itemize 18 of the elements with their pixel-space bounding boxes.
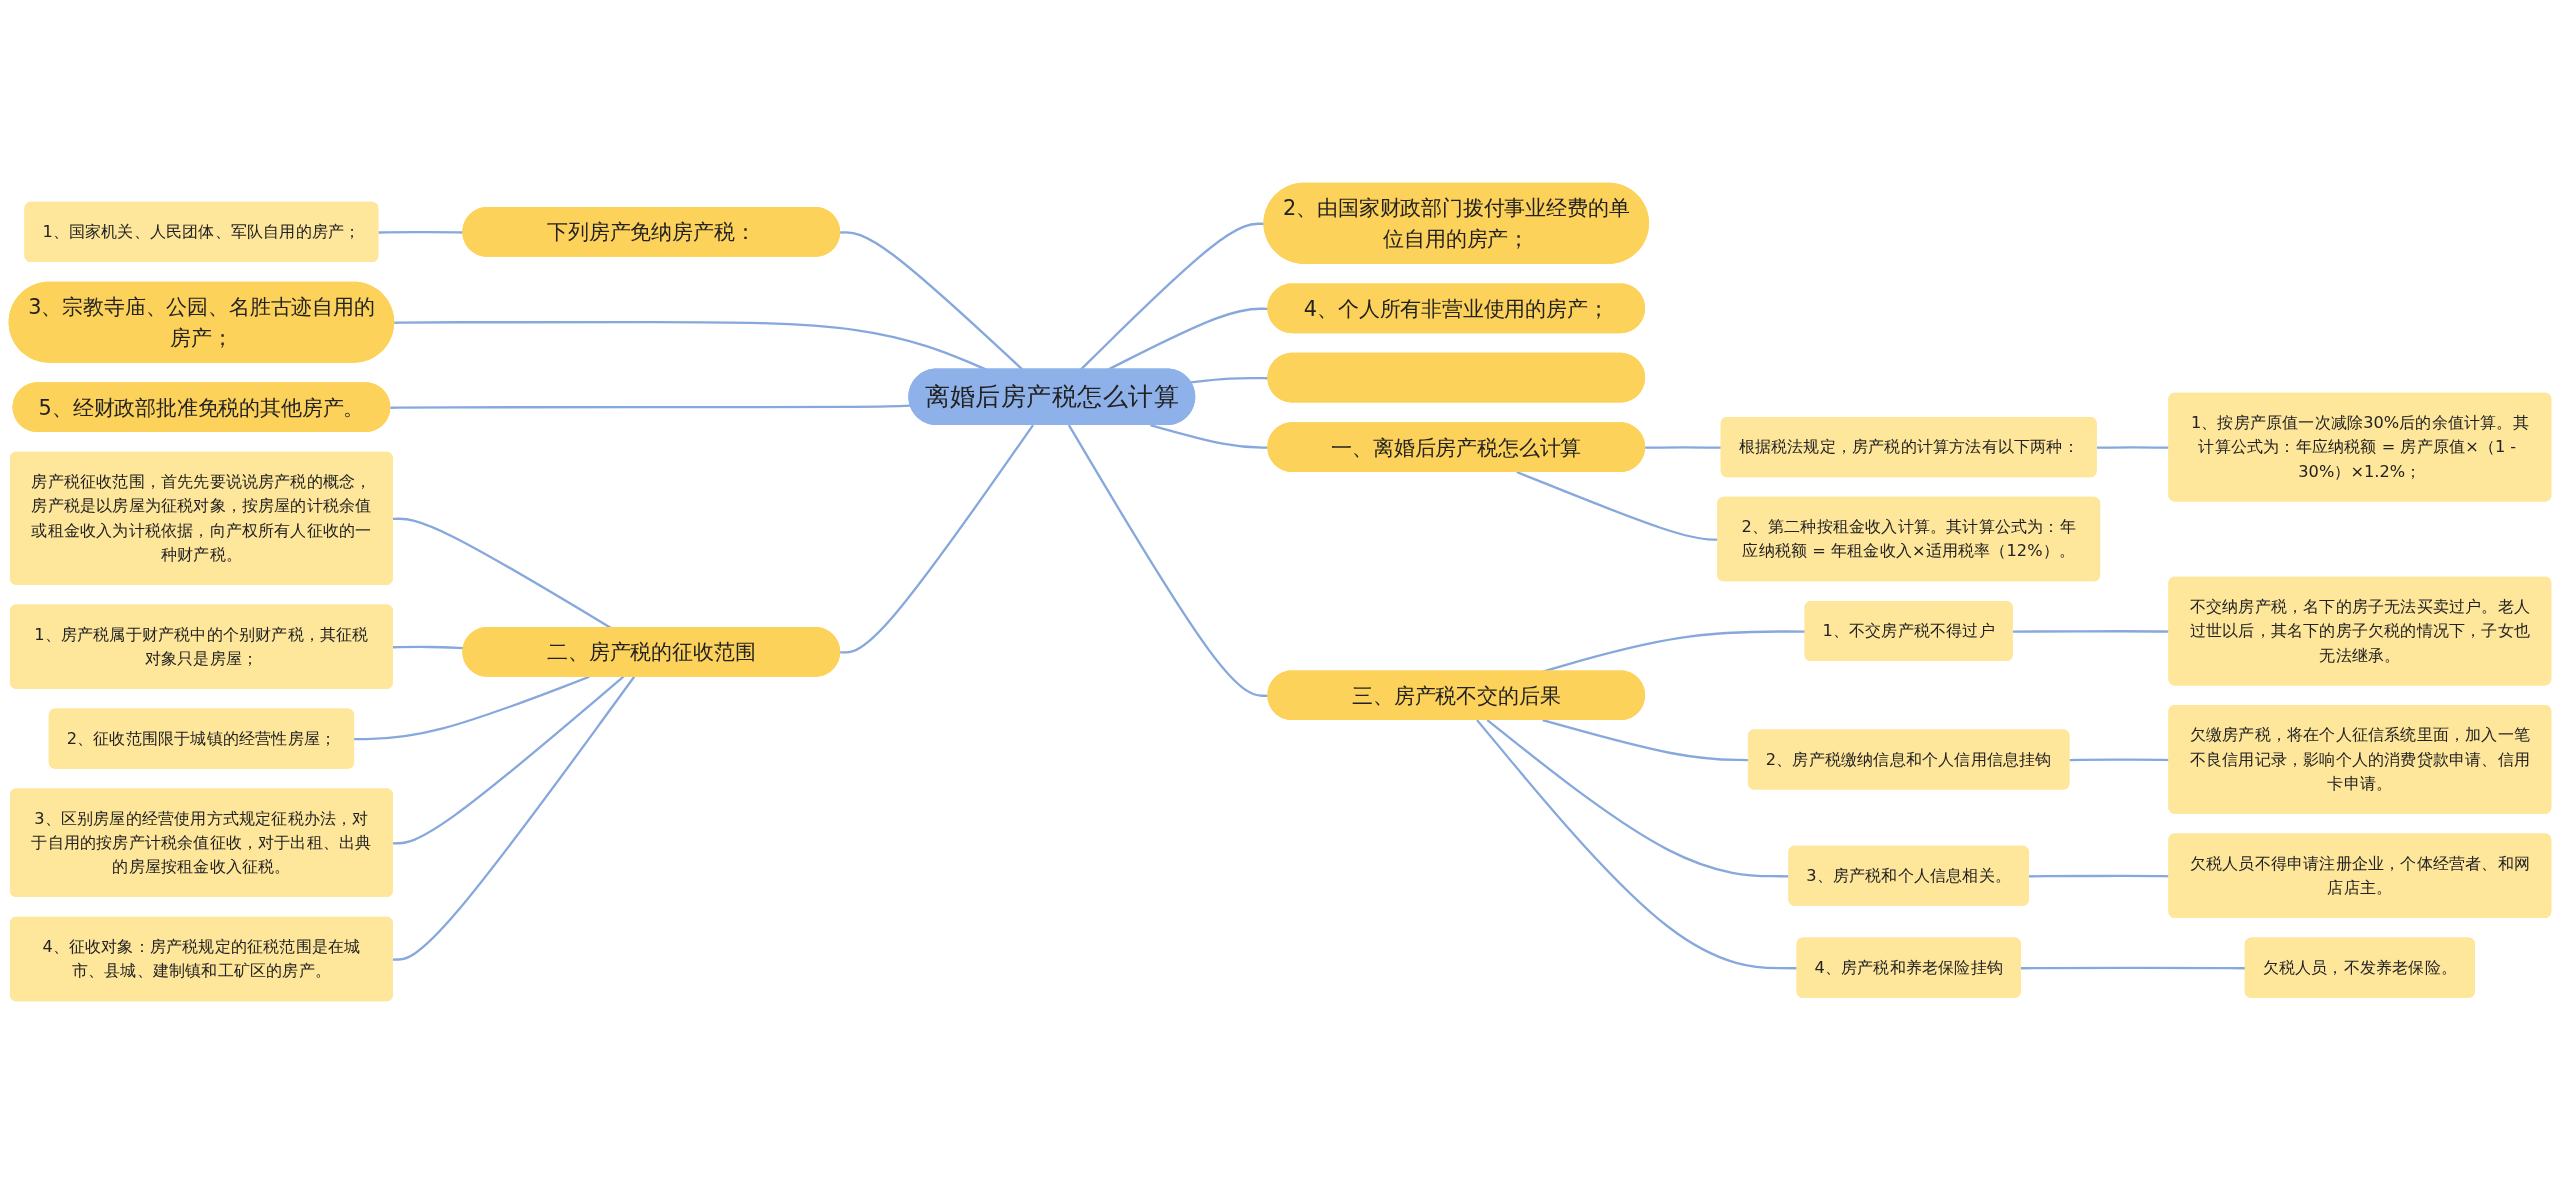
connector: [1645, 446, 1722, 449]
connector: [390, 404, 911, 409]
connector: [1067, 424, 1269, 697]
connector: [1486, 719, 1790, 878]
connector: [1079, 222, 1265, 371]
connector: [840, 231, 1024, 371]
connector: [392, 676, 636, 961]
connector: [378, 230, 464, 234]
connector: [1476, 719, 1798, 970]
connector: [392, 675, 625, 845]
connector: [1190, 376, 1269, 384]
connector: [392, 645, 464, 650]
connector: [1107, 307, 1269, 371]
connector: [1150, 424, 1269, 449]
connector: [354, 675, 590, 741]
connector: [840, 424, 1034, 654]
connector: [2020, 966, 2246, 970]
connector: [394, 321, 987, 371]
